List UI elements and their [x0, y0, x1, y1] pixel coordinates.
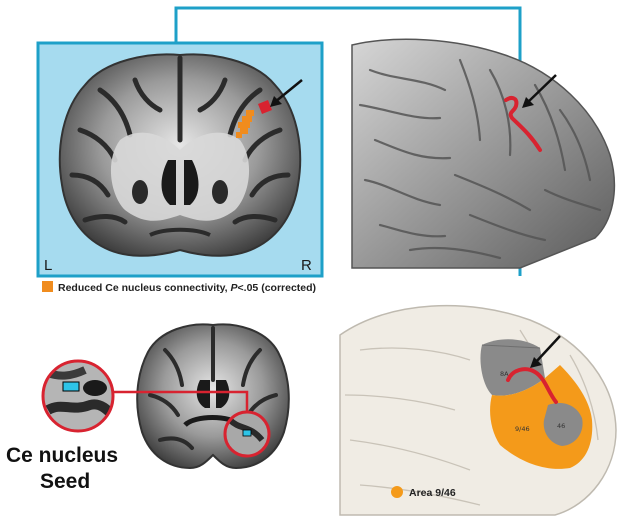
right-hemisphere-label: R [301, 257, 312, 274]
seed-small-marker [243, 430, 251, 436]
seed-small-circle [224, 411, 270, 457]
area-legend-text: Area 9/46 [409, 487, 456, 499]
area-946-label: 9/46 [515, 425, 530, 433]
legend-swatch [42, 281, 53, 292]
lateral-brain-view [352, 39, 614, 268]
legend-text: Reduced Ce nucleus connectivity, P<.05 (… [58, 282, 316, 294]
area-46-label: 46 [557, 422, 565, 430]
left-hemisphere-label: L [44, 257, 52, 274]
area-map: 8A 9/46 46 Area 9/46 [340, 306, 616, 515]
coronal-brain-slice [60, 54, 300, 255]
seed-figure: Ce nucleus Seed [6, 324, 289, 493]
connectivity-legend: Reduced Ce nucleus connectivity, P<.05 (… [42, 281, 316, 294]
seed-label-line1: Ce nucleus [6, 444, 118, 467]
seed-label-line2: Seed [40, 470, 90, 493]
seed-zoom-circle [40, 358, 118, 436]
seed-zoom-marker [63, 382, 79, 391]
area-legend-dot [391, 486, 403, 498]
